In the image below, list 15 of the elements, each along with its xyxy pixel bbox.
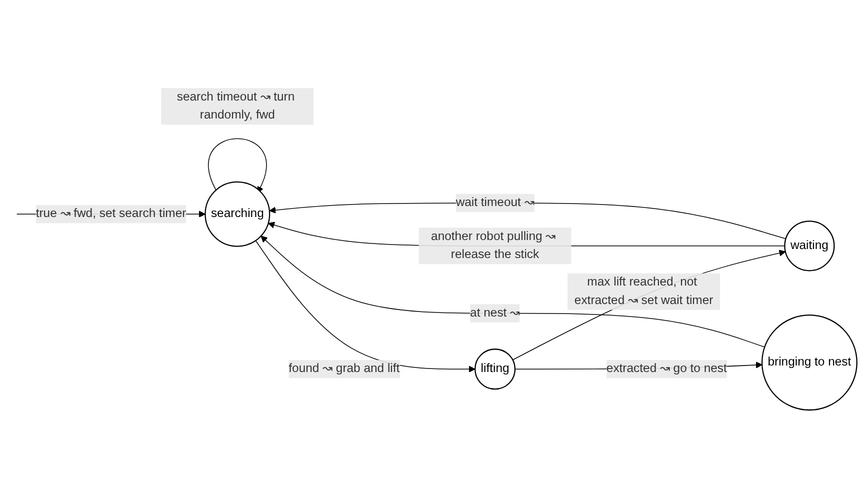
edge-label: found ↝ grab and lift [288,360,400,378]
edge-label: true ↝ fwd, set search timer [36,204,186,224]
edge-label: at nest ↝ [470,304,520,322]
edge-label: another robot pulling ↝ release the stick [418,228,572,264]
arrow [260,236,765,348]
edge-label: max lift reached, not extracted ↝ set wait timer [568,273,720,310]
edge-label: search timeout ↝ turn randomly, fwd [161,88,314,125]
edge-label: wait timeout ↝ [456,194,534,212]
edge-label: extracted ↝ go to nest [606,360,727,378]
arrow [208,138,267,194]
state-circle: lifting [474,348,516,390]
state-circle: waiting [784,220,835,272]
state-circle: searching [204,181,270,247]
arrow [255,240,476,372]
state-circle: bringing to nest [761,314,858,411]
